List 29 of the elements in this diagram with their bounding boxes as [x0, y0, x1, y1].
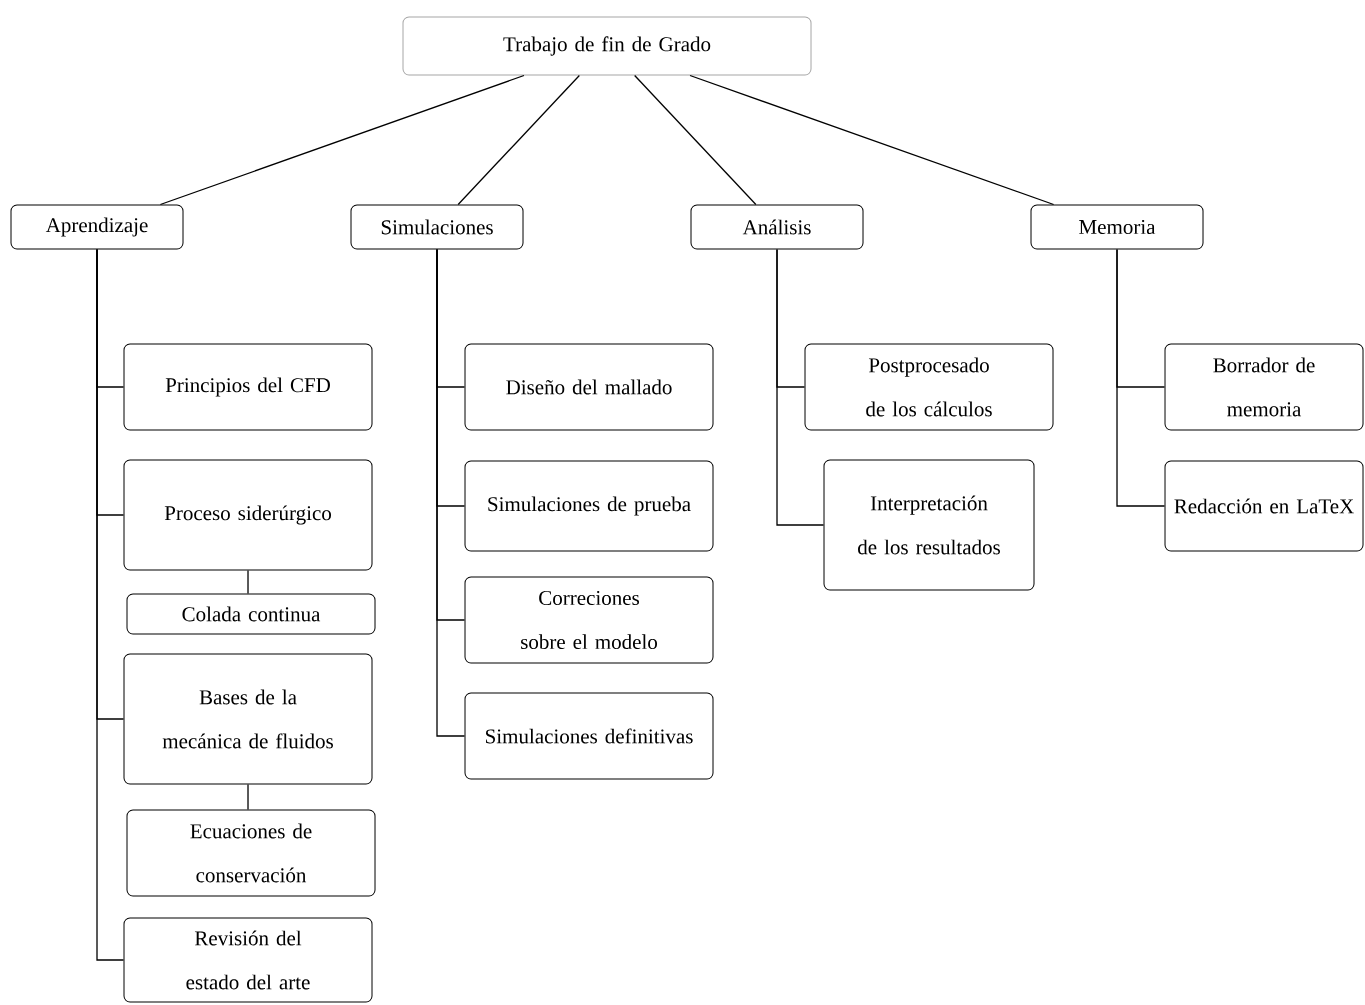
task-box: Correciones sobre el modelo [464, 576, 714, 664]
category-box: Simulaciones [350, 204, 524, 250]
task-box: Principios del CFD [123, 343, 373, 431]
category-box: Memoria [1030, 204, 1204, 250]
task-box: Postprocesado de los cálculos [804, 343, 1054, 431]
category-box: Análisis [690, 204, 864, 250]
connector-line [634, 74, 757, 206]
task-box: Simulaciones definitivas [464, 692, 714, 780]
task-box: Revisión del estado del arte [123, 917, 373, 1003]
connector-line [247, 569, 249, 595]
task-box: Bases de la mecánica de fluidos [123, 653, 373, 785]
title-box: Trabajo de fin de Grado [402, 16, 812, 76]
task-box: Colada continua [126, 593, 376, 635]
connector-line [776, 248, 825, 526]
task-box: Proceso siderúrgico [123, 459, 373, 571]
connector-line [247, 783, 249, 811]
task-box: Simulaciones de prueba [464, 460, 714, 552]
task-box: Ecuaciones de conservación [126, 809, 376, 897]
task-box: Borrador de memoria [1164, 343, 1364, 431]
connector-line [159, 74, 525, 206]
task-box: Interpretación de los resultados [823, 459, 1035, 591]
connector-line [457, 74, 580, 206]
connector-line [96, 248, 125, 961]
category-box: Aprendizaje [10, 204, 184, 250]
connector-line [1116, 248, 1166, 507]
task-box: Diseño del mallado [464, 343, 714, 431]
connector-line [689, 74, 1055, 206]
connector-line [436, 248, 466, 737]
task-box: Redacción en LaTeX [1164, 460, 1364, 552]
